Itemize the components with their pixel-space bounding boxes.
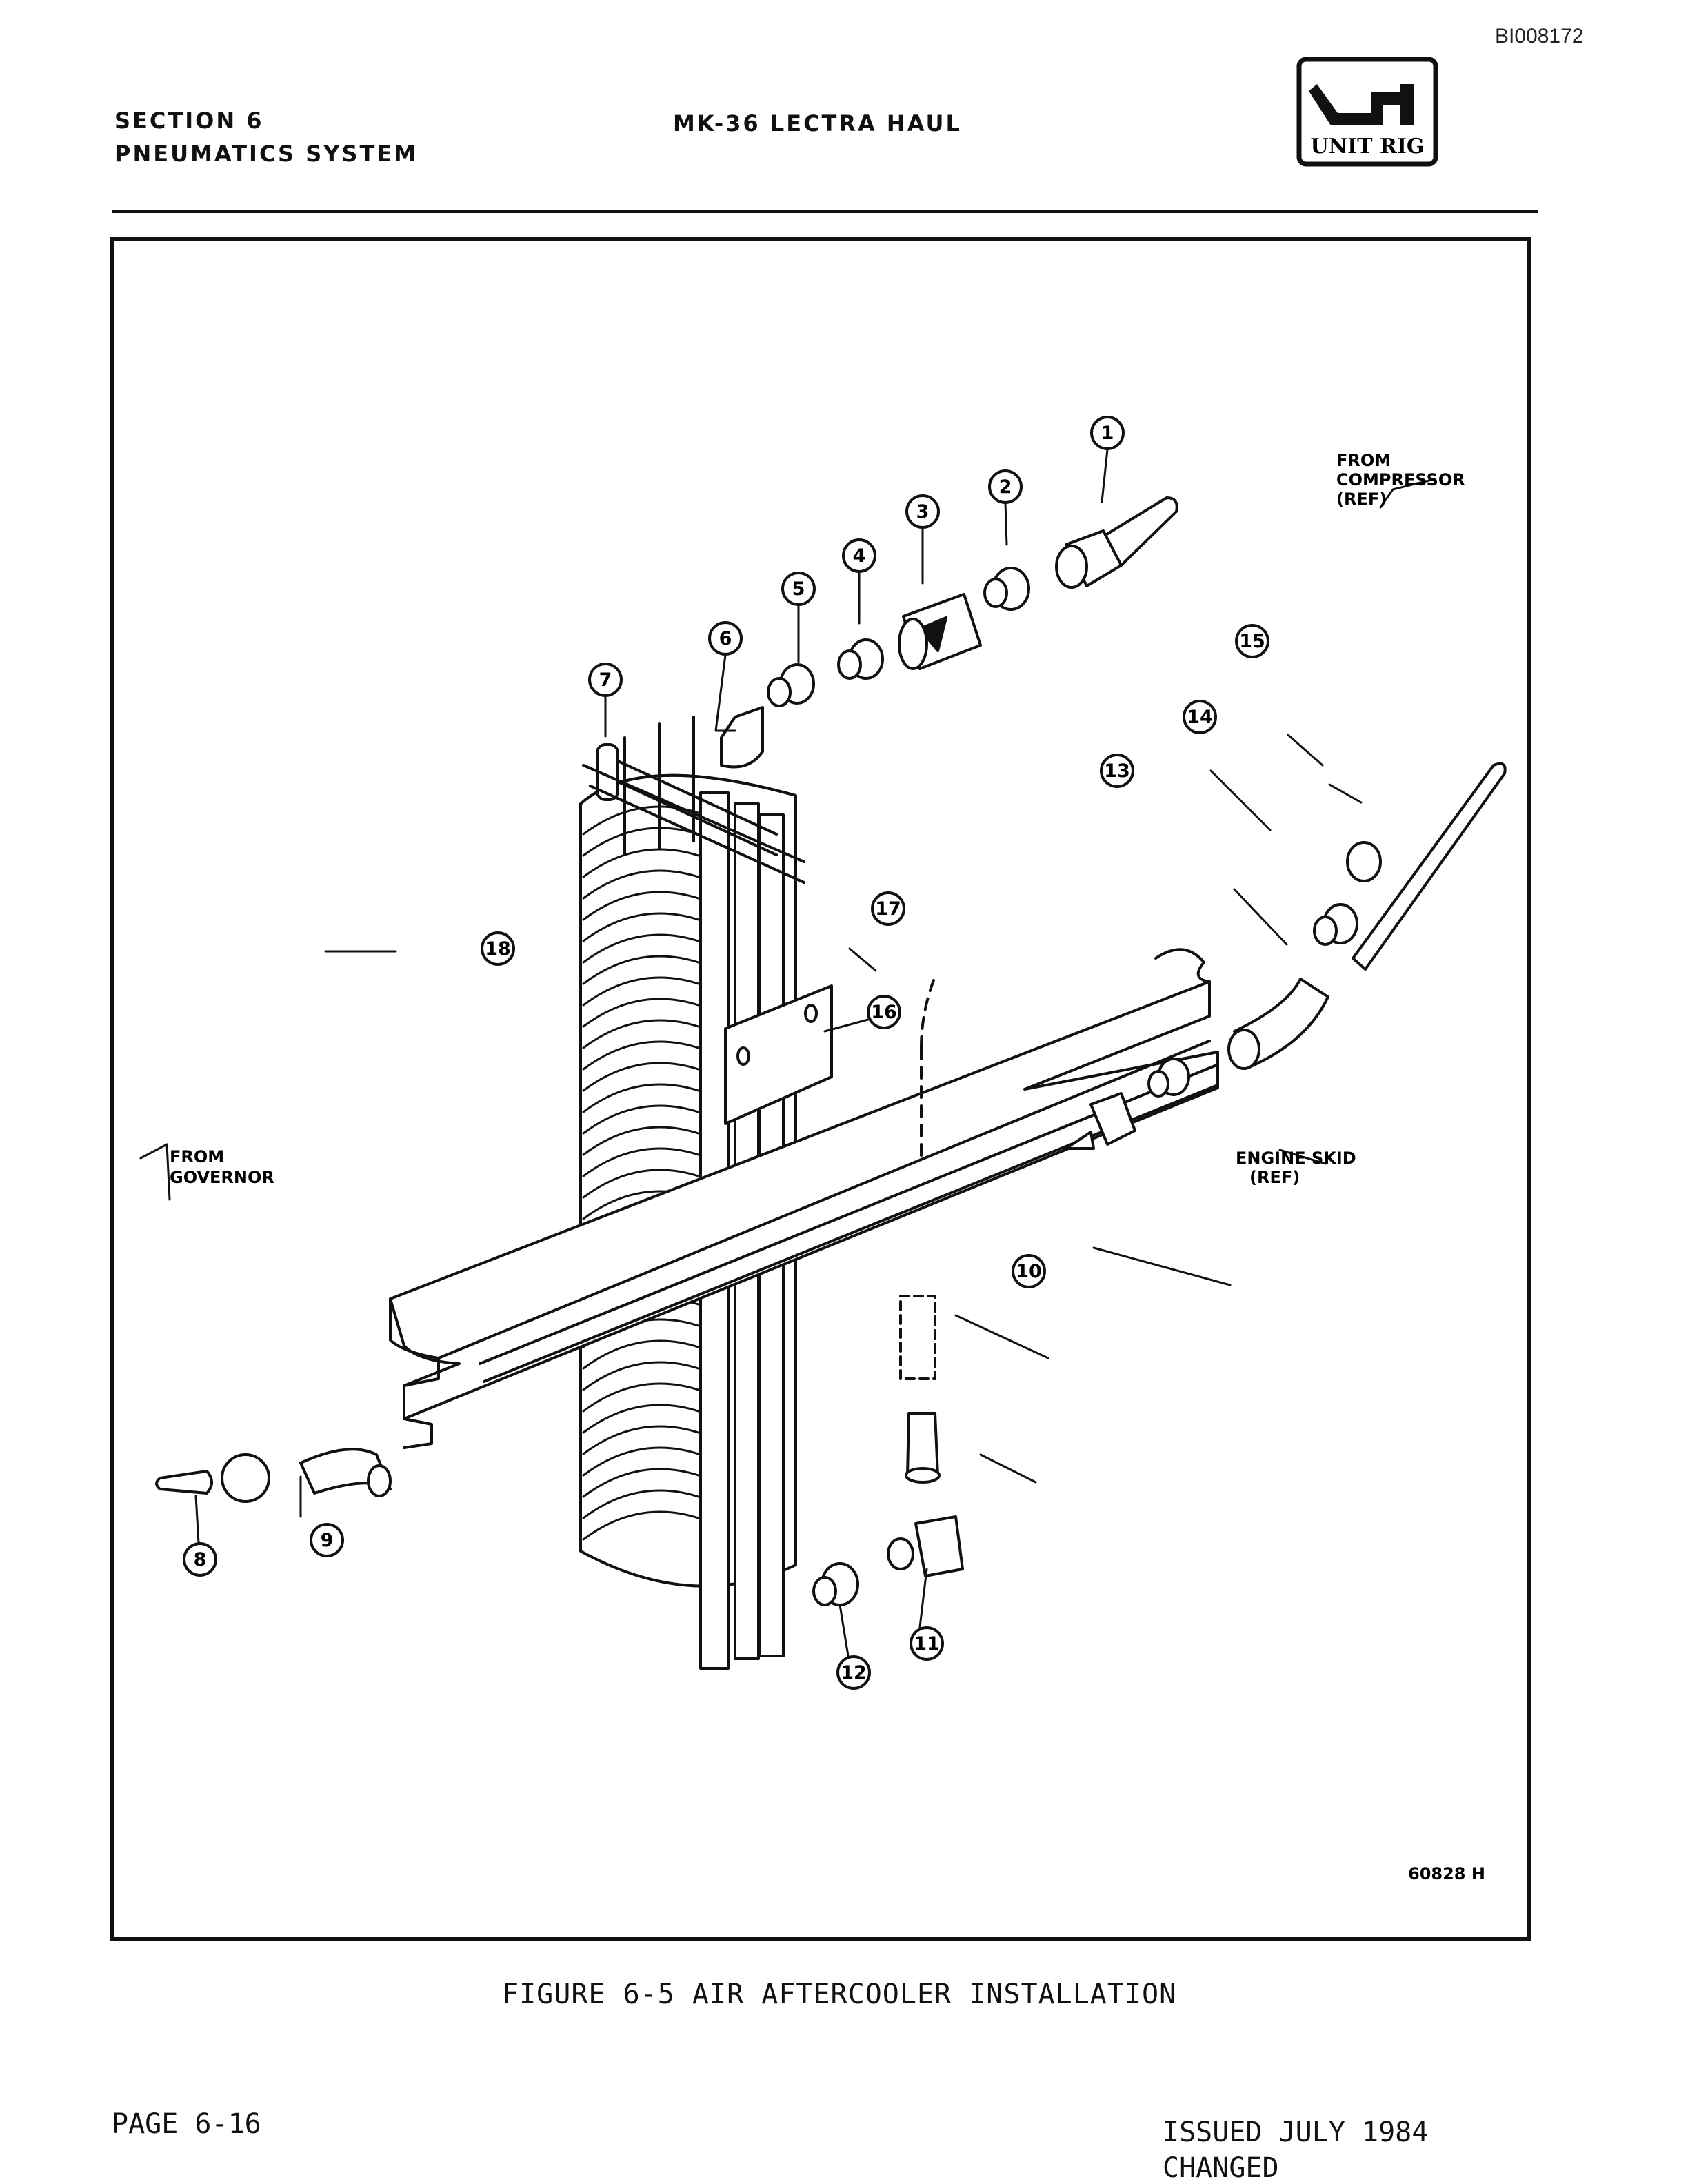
callout-number: 11 (914, 1633, 940, 1655)
callout-circle (183, 1542, 217, 1577)
system-heading: PNEUMATICS SYSTEM (114, 141, 418, 167)
cooler-fin (582, 827, 702, 857)
engine-skid (389, 948, 1219, 1449)
callout-circle (836, 1655, 871, 1690)
callout-number: 2 (999, 476, 1012, 498)
cooler-fin (582, 848, 702, 878)
callout-circle (1012, 1254, 1046, 1288)
cooler-fin (582, 891, 702, 921)
cooler-fin (582, 1147, 702, 1177)
note-text: FROM (1336, 451, 1391, 470)
callout-number: 9 (321, 1530, 334, 1551)
callout-circle (871, 891, 905, 926)
logo-text: UNIT RIG (1311, 134, 1425, 159)
callout-number: 8 (194, 1549, 207, 1570)
cooler-fin (582, 1404, 702, 1434)
callout-circle (842, 538, 876, 573)
callout-circle (1100, 754, 1134, 788)
cooler-fin (582, 998, 702, 1028)
cooler-fin (582, 933, 702, 964)
cooler-fin (582, 1361, 702, 1391)
mounting-bracket (724, 984, 833, 1125)
note-text: COMPRESSOR (1336, 470, 1465, 489)
cooler-fin (582, 1446, 702, 1477)
cooler-fin (582, 1489, 702, 1519)
callout-circle (1090, 416, 1125, 450)
note-engine-skid: ENGINE SKID (REF) (1236, 1149, 1356, 1187)
cooler-fin (582, 955, 702, 985)
callout-number: 5 (792, 578, 805, 600)
callout-number: 12 (841, 1662, 867, 1684)
cooler-fin (582, 1339, 702, 1370)
callout-number: 14 (1187, 707, 1213, 728)
note-text: (REF) (1336, 489, 1387, 509)
section-heading: SECTION 6 (114, 108, 264, 134)
cooler-fin (582, 1040, 702, 1071)
manual-title: MK-36 LECTRA HAUL (673, 110, 962, 136)
note-text: (REF) (1249, 1168, 1300, 1187)
cooler-fin (582, 1425, 702, 1455)
right-fitting-chain (1065, 762, 1507, 1150)
drawing-number: 60828 H (1408, 1864, 1485, 1883)
callout-circle (310, 1523, 344, 1557)
cooler-fin (582, 1382, 702, 1413)
callout-circle (708, 621, 743, 656)
callout-number: 18 (485, 938, 511, 960)
cooler-fin (582, 912, 702, 942)
cooler-fin (582, 1169, 702, 1199)
left-fittings (155, 1448, 392, 1503)
lower-fittings (812, 1295, 964, 1606)
cooler-fin (582, 1468, 702, 1498)
callout-circle (867, 995, 901, 1029)
changed-label: CHANGED (1163, 2152, 1279, 2184)
callout-circle (988, 469, 1023, 504)
cooler-fin (582, 1510, 702, 1541)
callout-circle (910, 1626, 944, 1661)
top-fitting-chain (720, 496, 1178, 769)
callout-number: 16 (871, 1002, 897, 1023)
callout-number: 7 (599, 669, 612, 691)
note-text: GOVERNOR (170, 1168, 274, 1187)
cooler-fin (582, 1062, 702, 1092)
cooler-fin (582, 976, 702, 1007)
callout-circle (588, 663, 623, 697)
document-id: BI008172 (1495, 25, 1584, 48)
note-text: ENGINE SKID (1236, 1149, 1356, 1168)
callout-circle (905, 494, 940, 529)
callout-number: 17 (875, 898, 901, 920)
callout-number: 10 (1016, 1261, 1042, 1282)
callout-number: 13 (1104, 760, 1130, 782)
note-from-compressor: FROM COMPRESSOR (REF) (1336, 451, 1465, 509)
callout-number: 6 (719, 628, 732, 649)
callout-number: 1 (1101, 423, 1114, 444)
callout-number: 3 (916, 501, 930, 523)
unit-rig-logo: UNIT RIG (1296, 57, 1438, 167)
cooler-fin (582, 869, 702, 900)
note-from-governor: FROM GOVERNOR (170, 1147, 274, 1187)
issue-date: ISSUED JULY 1984 (1163, 2116, 1429, 2148)
cooler-fin (582, 1104, 702, 1135)
page-number: PAGE 6-16 (112, 2108, 261, 2140)
callout-number: 15 (1239, 631, 1265, 652)
header-rule (112, 210, 1538, 213)
callout-circle (781, 572, 816, 606)
cooler-fin (582, 1019, 702, 1049)
callout-circle (1183, 700, 1217, 734)
callout-number: 4 (853, 545, 866, 567)
cooler-fin (582, 1126, 702, 1156)
callout-circle (481, 931, 515, 966)
cooler-fin (582, 1083, 702, 1113)
figure-caption: FIGURE 6-5 AIR AFTERCOOLER INSTALLATION (502, 1979, 1177, 2010)
note-text: FROM (170, 1147, 224, 1166)
callout-circle (1235, 624, 1269, 658)
